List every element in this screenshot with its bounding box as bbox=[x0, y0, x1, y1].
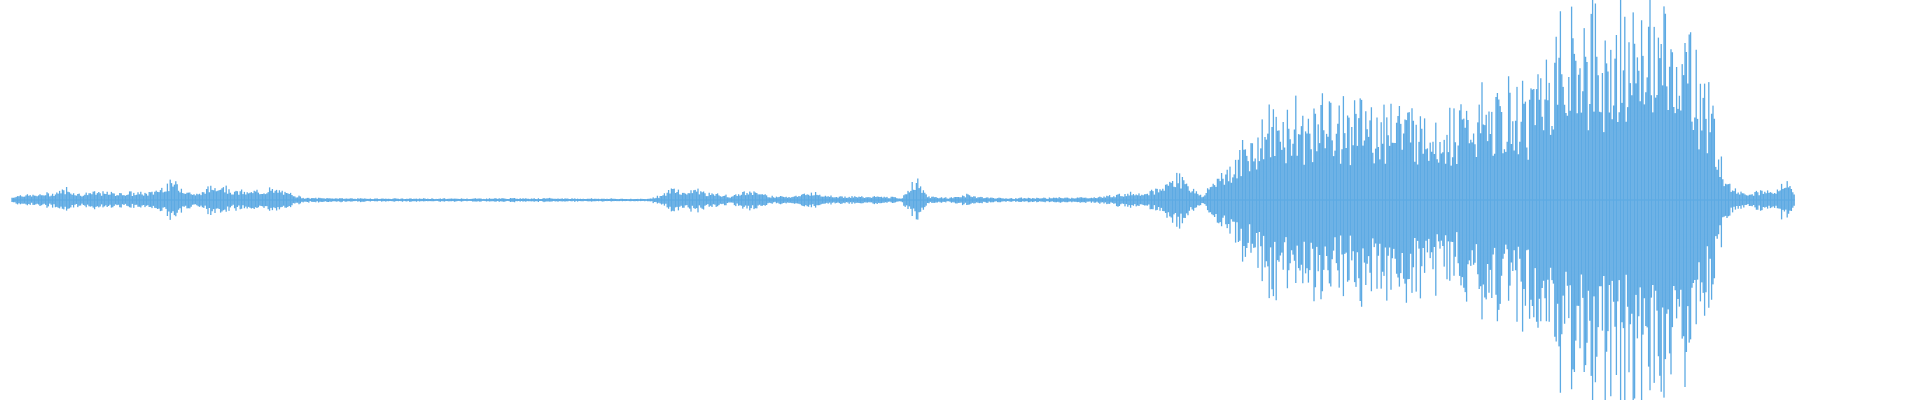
waveform-bars bbox=[11, 0, 1795, 400]
